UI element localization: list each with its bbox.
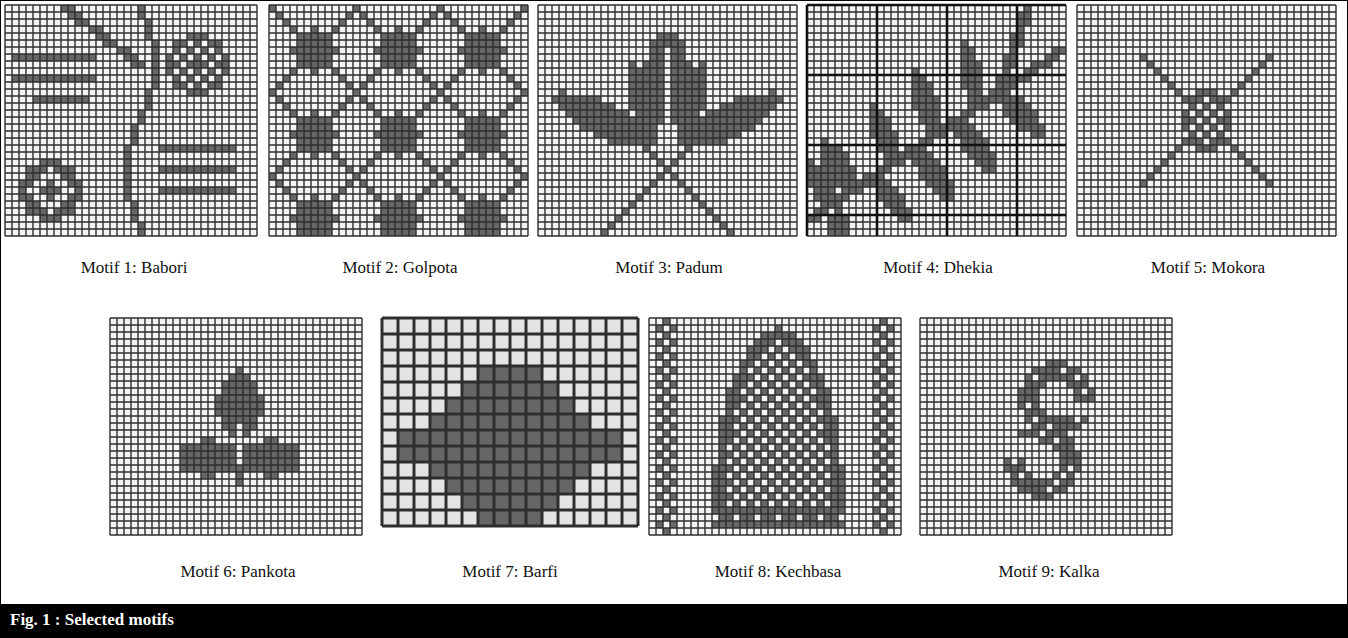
grid-lines [920, 318, 1172, 535]
motif-cells [269, 5, 528, 236]
grid-ground [538, 5, 797, 236]
motif-caption: Motif 4: Dhekia [883, 258, 993, 278]
motif-caption: Motif 2: Golpota [342, 258, 457, 278]
motif-caption: Motif 9: Kalka [998, 562, 1099, 582]
grid-ground [5, 5, 257, 236]
grid-lines [5, 5, 257, 236]
grid-lines [110, 318, 362, 535]
grid-lines [649, 318, 901, 535]
motif-cells [807, 5, 1066, 236]
grid-ground [920, 318, 1172, 535]
grid-lines [807, 5, 1066, 236]
motif-grid [269, 5, 528, 236]
motif-grid [5, 5, 257, 236]
motif-grid [110, 318, 362, 535]
motif-grid [920, 318, 1172, 535]
motif-cells [1140, 54, 1273, 187]
motif-caption: Motif 6: Pankota [180, 562, 295, 582]
caption-bar [0, 604, 1348, 638]
grid-ground [382, 318, 638, 526]
grid-major-lines [807, 5, 1066, 236]
figure-caption: Fig. 1 : Selected motifs [10, 610, 174, 630]
grid-ground [807, 5, 1066, 236]
motif-caption: Motif 3: Padum [615, 258, 723, 278]
motif-grid [649, 318, 901, 535]
motif-grid [538, 5, 797, 236]
grid-lines [269, 5, 528, 236]
motif-grid [382, 318, 638, 526]
grid-ground [110, 318, 362, 535]
motif-caption: Motif 5: Mokora [1151, 258, 1265, 278]
grid-lines [382, 318, 638, 526]
motif-grid [807, 5, 1066, 236]
grid-lines [538, 5, 797, 236]
motif-caption: Motif 8: Kechbasa [715, 562, 842, 582]
grid-ground [649, 318, 901, 535]
grid-ground [269, 5, 528, 236]
motif-caption: Motif 7: Barfi [462, 562, 557, 582]
motif-grid [1077, 5, 1336, 236]
motif-caption: Motif 1: Babori [81, 258, 188, 278]
grid-ground [1077, 5, 1336, 236]
grid-lines [1077, 5, 1336, 236]
motif-cells [180, 367, 299, 486]
